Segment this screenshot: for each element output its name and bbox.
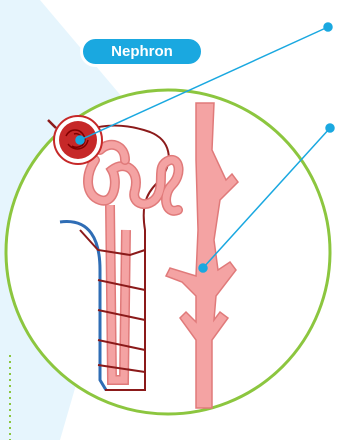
diagram-title: Nephron: [80, 36, 204, 67]
